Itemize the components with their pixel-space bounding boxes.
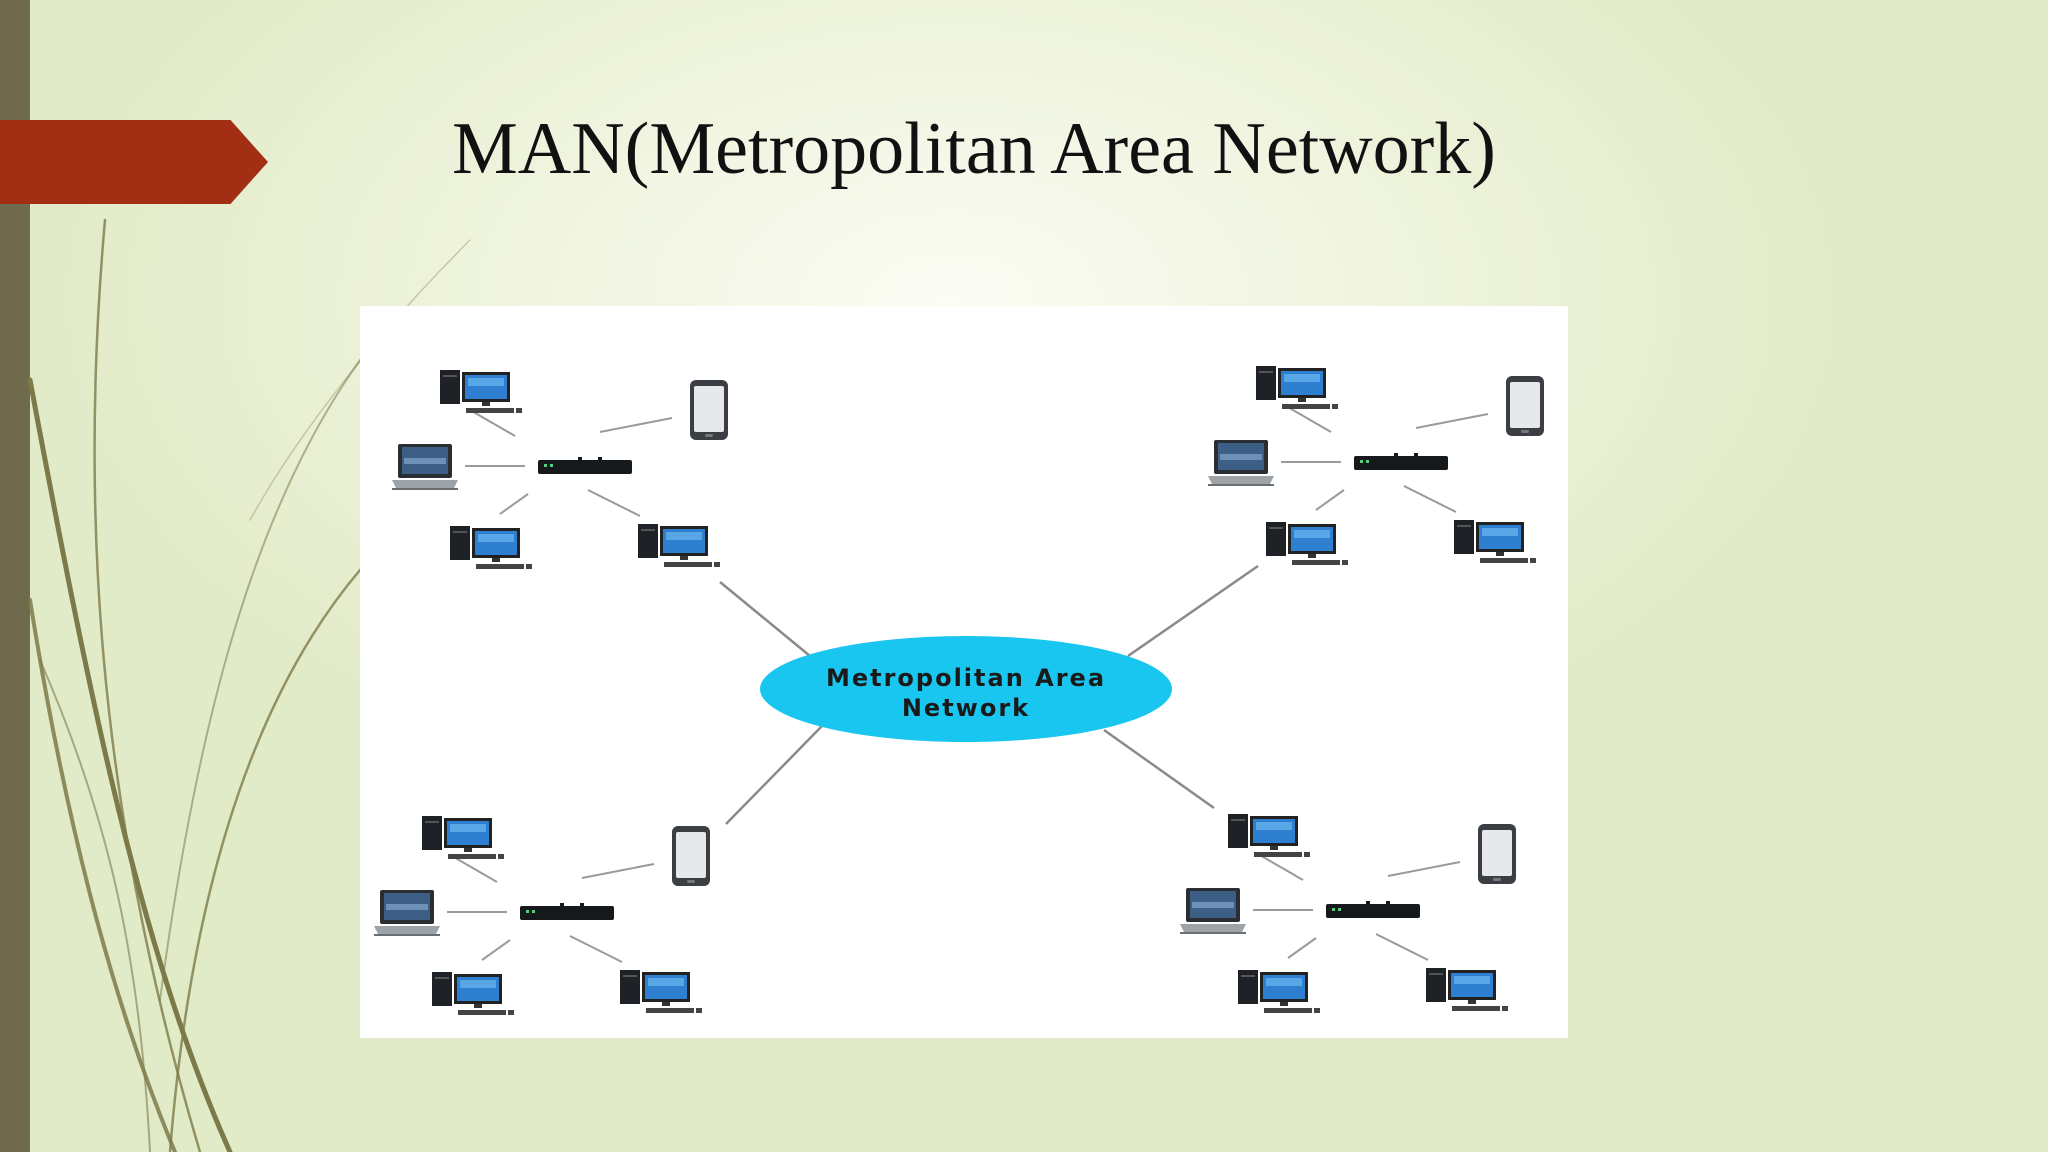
decorative-swooshes [27, 218, 471, 1152]
hub-links [719, 564, 1259, 825]
network-diagram: Metropolitan Area Network [360, 306, 1568, 1038]
page-title: MAN(Metropolitan Area Network) [452, 108, 1496, 190]
hub-ellipse [760, 636, 1172, 742]
hub-label-line1: Metropolitan Area [825, 664, 1107, 692]
title-arrow-shape [0, 120, 268, 204]
hub-label-line2: Network [901, 694, 1031, 722]
cluster-bottom-right [1180, 814, 1516, 1013]
hub-label: Metropolitan Area Network [760, 636, 1172, 742]
cluster-top-left [392, 370, 728, 569]
cluster-bottom-left [374, 816, 710, 1015]
cluster-top-right [1208, 366, 1544, 565]
